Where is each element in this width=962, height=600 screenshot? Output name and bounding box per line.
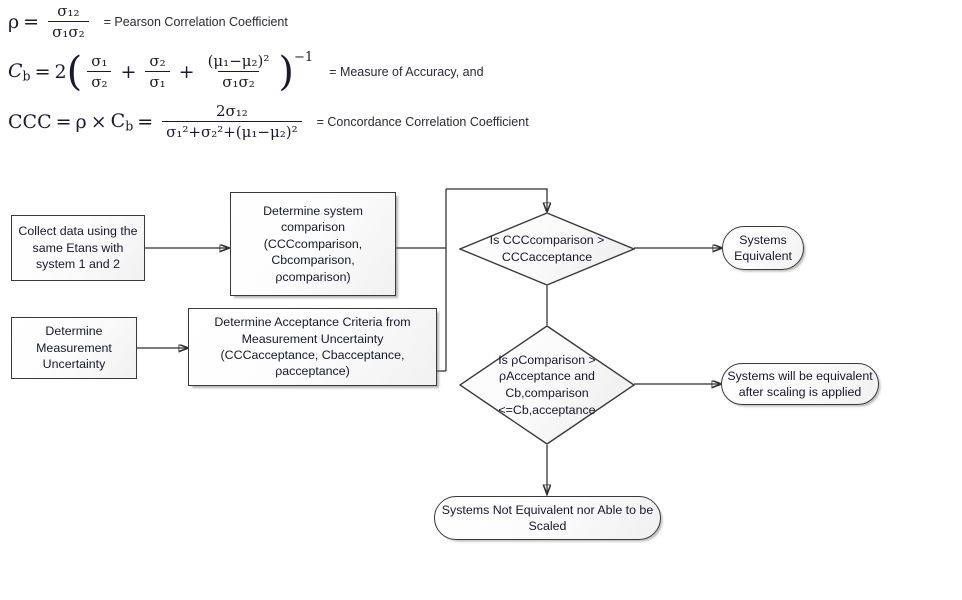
node-decision-ccc[interactable]: Is CCCcomparison > CCCacceptance	[459, 212, 635, 286]
left-paren: (	[66, 48, 83, 95]
formula-block: ρ = σ₁₂ σ₁σ₂ = Pearson Correlation Coeff…	[0, 0, 962, 160]
flowchart: Collect data using the same Etans with s…	[0, 160, 962, 600]
formula-pearson-numerator: σ₁₂	[57, 2, 80, 20]
node-collect-data-label: Collect data using the same Etans with s…	[18, 224, 138, 272]
formula-cb-term3-denominator: σ₁σ₂	[218, 71, 259, 91]
formula-cb-exponent: −1	[294, 50, 314, 65]
node-systems-equivalent[interactable]: Systems Equivalent	[722, 226, 804, 270]
formula-ccc-lhs: CCC	[8, 110, 52, 133]
node-systems-equivalent-after-scaling[interactable]: Systems will be equivalent after scaling…	[721, 363, 879, 405]
node-determine-acceptance-criteria-label: Determine Acceptance Criteria from Measu…	[214, 315, 411, 379]
plus-sign: +	[120, 60, 137, 83]
equals-sign-2: =	[137, 110, 154, 133]
formula-measure-of-accuracy: Cb = 2 ( σ₁ σ₂ + σ₂ σ₁ + (μ₁−μ₂)² σ₁σ₂ )…	[8, 48, 484, 95]
times-sign: ×	[90, 110, 107, 133]
plus-sign-2: +	[178, 60, 195, 83]
node-systems-equivalent-label: Systems Equivalent	[734, 232, 792, 263]
formula-pearson-fraction: σ₁₂ σ₁σ₂	[48, 2, 89, 41]
formula-ccc-fraction: 2σ₁₂ σ₁²+σ₂²+(μ₁−μ₂)²	[162, 102, 302, 141]
formula-pearson-denominator: σ₁σ₂	[48, 21, 89, 41]
node-systems-equivalent-after-scaling-label: Systems will be equivalent after scaling…	[727, 368, 873, 399]
node-determine-system-comparison[interactable]: Determine system comparison (CCCcomparis…	[230, 192, 396, 296]
node-decision-rho-cb-label: Is ρComparison > ρAcceptance and Cb,comp…	[498, 352, 596, 417]
decision-ccc-outline	[459, 212, 635, 286]
formula-ccc-cb: Cb	[110, 109, 134, 134]
formula-pearson-description: = Pearson Correlation Coefficient	[103, 14, 288, 29]
formula-ccc-expression: CCC = ρ × Cb = 2σ₁₂ σ₁²+σ₂²+(μ₁−μ₂)²	[8, 102, 307, 141]
equals-sign: =	[55, 110, 72, 133]
formula-ccc-rho: ρ	[75, 110, 87, 133]
formula-pearson: ρ = σ₁₂ σ₁σ₂ = Pearson Correlation Coeff…	[8, 2, 288, 41]
node-systems-not-equivalent-label: Systems Not Equivalent nor Able to be Sc…	[441, 502, 654, 533]
formula-cb-term3-numerator: (μ₁−μ₂)²	[207, 52, 270, 70]
formula-cb-coefficient: 2	[54, 60, 67, 83]
formula-pearson-expression: ρ = σ₁₂ σ₁σ₂	[8, 2, 94, 41]
node-decision-ccc-label: Is CCCcomparison > CCCacceptance	[489, 233, 605, 264]
formula-ccc: CCC = ρ × Cb = 2σ₁₂ σ₁²+σ₂²+(μ₁−μ₂)² = C…	[8, 102, 529, 141]
node-determine-measurement-uncertainty-label: Determine Measurement Uncertainty	[36, 324, 112, 372]
node-determine-acceptance-criteria[interactable]: Determine Acceptance Criteria from Measu…	[188, 308, 437, 386]
formula-cb-expression: Cb = 2 ( σ₁ σ₂ + σ₂ σ₁ + (μ₁−μ₂)² σ₁σ₂ )…	[8, 48, 314, 95]
decision-rho-cb-outline	[459, 325, 635, 445]
equals-sign: =	[34, 60, 51, 83]
equals-sign: =	[23, 10, 40, 33]
formula-ccc-description: = Concordance Correlation Coefficient	[316, 114, 529, 129]
node-decision-rho-cb[interactable]: Is ρComparison > ρAcceptance and Cb,comp…	[459, 325, 635, 445]
formula-cb-term3: (μ₁−μ₂)² σ₁σ₂	[204, 52, 274, 91]
formula-cb-term2-denominator: σ₁	[145, 71, 170, 91]
connector-trunk-to-decision-ccc	[446, 188, 547, 212]
formula-cb-lhs: Cb	[8, 59, 31, 84]
formula-ccc-denominator: σ₁²+σ₂²+(μ₁−μ₂)²	[162, 121, 302, 141]
formula-pearson-lhs: ρ	[8, 10, 20, 33]
formula-cb-term2: σ₂ σ₁	[145, 52, 170, 91]
node-systems-not-equivalent[interactable]: Systems Not Equivalent nor Able to be Sc…	[434, 496, 661, 540]
right-paren: )	[278, 48, 294, 95]
formula-cb-term1-denominator: σ₂	[87, 71, 112, 91]
formula-cb-term1-numerator: σ₁	[91, 52, 108, 70]
node-determine-system-comparison-label: Determine system comparison (CCCcomparis…	[263, 204, 363, 284]
formula-cb-term2-numerator: σ₂	[149, 52, 166, 70]
node-collect-data[interactable]: Collect data using the same Etans with s…	[11, 215, 145, 281]
formula-ccc-numerator: 2σ₁₂	[215, 102, 248, 120]
formula-cb-term1: σ₁ σ₂	[87, 52, 112, 91]
node-determine-measurement-uncertainty[interactable]: Determine Measurement Uncertainty	[11, 317, 137, 379]
formula-cb-description: = Measure of Accuracy, and	[329, 64, 484, 79]
